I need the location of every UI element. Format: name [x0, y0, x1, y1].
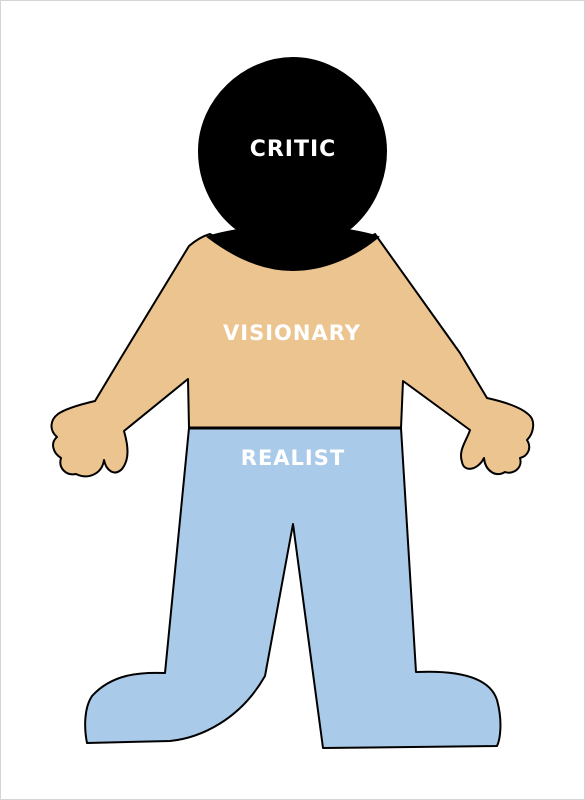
visionary-label: VISIONARY: [223, 321, 361, 345]
critic-label: CRITIC: [250, 137, 337, 162]
shirt-shape: [50, 233, 535, 478]
realist-label: REALIST: [241, 446, 345, 470]
head-shape: [197, 56, 388, 272]
pants-shape: [84, 427, 502, 749]
